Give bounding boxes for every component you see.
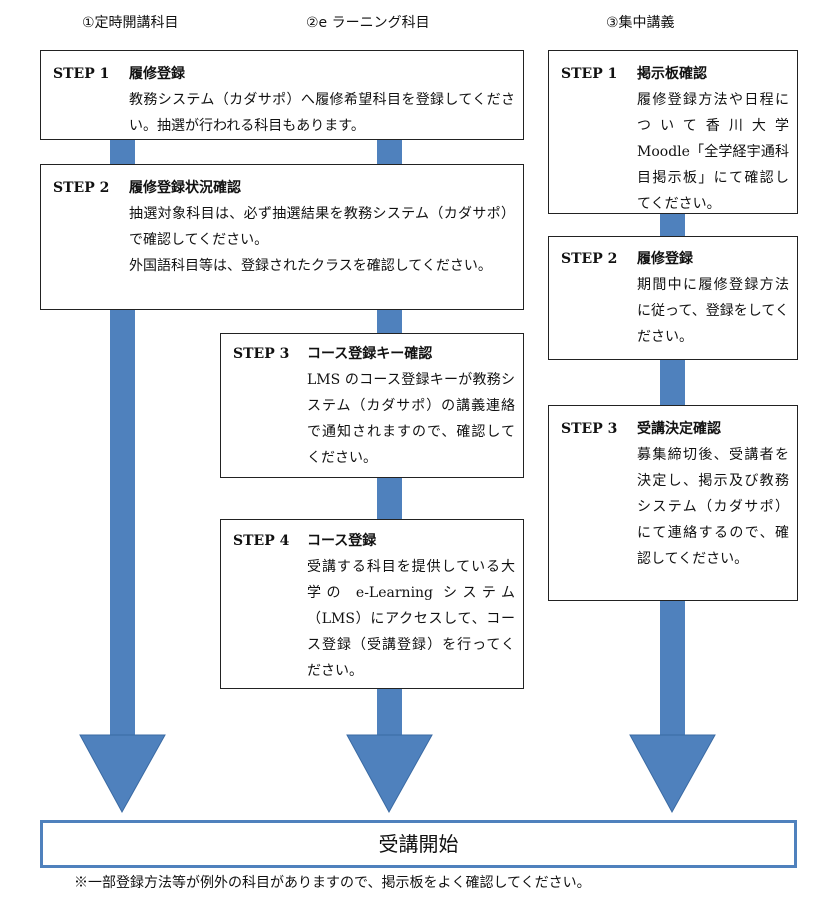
step-number: STEP 2 — [53, 180, 110, 196]
footnote: ※一部登録方法等が例外の科目がありますので、掲示板をよく確認してください。 — [74, 875, 591, 891]
regular-step1-box: STEP 1 履修登録 教務システム（カダサポ）へ履修希望科目を登録してください… — [40, 50, 524, 140]
step-number: STEP 3 — [561, 421, 618, 437]
step-number: STEP 3 — [233, 346, 290, 362]
step-body: 募集締切後、受講者を決定し、掲示及び教務システム（カダサポ）にて連絡するので、確… — [637, 442, 789, 572]
regular-step2-box: STEP 2 履修登録状況確認 抽選対象科目は、必ず抽選結果を教務システム（カダ… — [40, 164, 524, 310]
intensive-step1-box: STEP 1 掲示板確認 履修登録方法や日程について香川大学 Moodle「全学… — [548, 50, 798, 214]
step-title: 履修登録状況確認 — [129, 180, 241, 196]
elearning-step4-box: STEP 4 コース登録 受講する科目を提供している大学の e-Learning… — [220, 519, 524, 689]
step-text: 教務システム（カダサポ）へ履修希望科目を登録してください。抽選が行われる科目もあ… — [129, 92, 515, 134]
arrow-head-intensive — [629, 734, 716, 814]
step-number: STEP 4 — [233, 533, 290, 549]
step-number: STEP 1 — [53, 66, 110, 82]
intensive-step2-box: STEP 2 履修登録 期間中に履修登録方法に従って、登録をしてください。 — [548, 236, 798, 360]
step-body: 教務システム（カダサポ）へ履修希望科目を登録してください。抽選が行われる科目もあ… — [129, 87, 515, 139]
step-body: 期間中に履修登録方法に従って、登録をしてください。 — [637, 272, 789, 350]
step-text: 外国語科目等は、登録されたクラスを確認してください。 — [129, 258, 492, 274]
intensive-step3-box: STEP 3 受講決定確認 募集締切後、受講者を決定し、掲示及び教務システム（カ… — [548, 405, 798, 601]
step-number: STEP 1 — [561, 66, 618, 82]
step-text: 抽選対象科目は、必ず抽選結果を教務システム（カダサポ）で確認してください。 — [129, 206, 515, 248]
step-text: 募集締切後、受講者を決定し、掲示及び教務システム（カダサポ）にて連絡するので、確… — [637, 447, 789, 567]
column-heading-regular: ①定時開講科目 — [82, 15, 179, 31]
step-text: 期間中に履修登録方法に従って、登録をしてください。 — [637, 277, 789, 345]
step-body: LMS のコース登録キーが教務システム（カダサポ）の講義連絡で通知されますので、… — [307, 367, 515, 471]
step-title: 履修登録 — [637, 251, 693, 267]
column-heading-elearning: ②e ラーニング科目 — [306, 15, 430, 31]
step-title: 掲示板確認 — [637, 66, 707, 82]
step-title: 受講決定確認 — [637, 421, 721, 437]
step-number: STEP 2 — [561, 251, 618, 267]
column-heading-intensive: ③集中講義 — [606, 15, 675, 31]
course-start-box: 受講開始 — [40, 820, 797, 868]
step-text: 履修登録方法や日程について香川大学 Moodle「全学経宇通科目掲示板」にて確認… — [637, 92, 789, 212]
step-body: 受講する科目を提供している大学の e-Learning システム（LMS）にアク… — [307, 554, 515, 684]
step-text: LMS のコース登録キーが教務システム（カダサポ）の講義連絡で通知されますので、… — [307, 372, 515, 466]
elearning-step3-box: STEP 3 コース登録キー確認 LMS のコース登録キーが教務システム（カダサ… — [220, 333, 524, 478]
step-body: 抽選対象科目は、必ず抽選結果を教務システム（カダサポ）で確認してください。 外国… — [129, 201, 515, 279]
step-body: 履修登録方法や日程について香川大学 Moodle「全学経宇通科目掲示板」にて確認… — [637, 87, 789, 217]
step-title: コース登録 — [307, 533, 377, 549]
arrow-head-regular — [79, 734, 166, 814]
step-title: 履修登録 — [129, 66, 185, 82]
step-text: 受講する科目を提供している大学の e-Learning システム（LMS）にアク… — [307, 559, 515, 679]
arrow-head-elearning — [346, 734, 433, 814]
step-title: コース登録キー確認 — [307, 346, 433, 362]
